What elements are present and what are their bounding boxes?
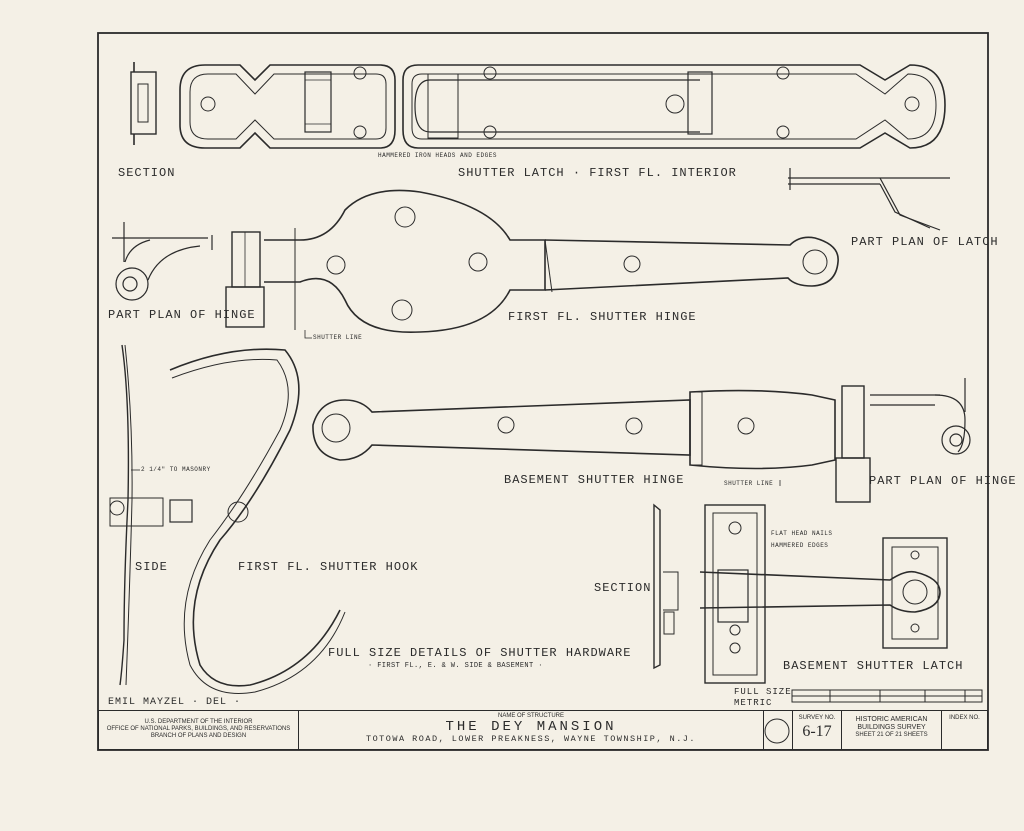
index-label: INDEX NO. [949, 715, 980, 721]
scale-bar [791, 689, 983, 703]
agency-cell: U.S. DEPARTMENT OF THE INTERIOR OFFICE O… [99, 711, 299, 749]
sheet-count: SHEET 21 OF 21 SHEETS [855, 732, 928, 738]
label-first-fl-hook: FIRST FL. SHUTTER HOOK [238, 560, 419, 574]
label-hammered-edges: HAMMERED EDGES [771, 542, 829, 549]
seal-circle [764, 718, 790, 744]
label-shutter-line-2: SHUTTER LINE [724, 480, 774, 487]
habs-line-1: HISTORIC AMERICAN [855, 716, 928, 723]
habs-line-2: BUILDINGS SURVEY [857, 724, 926, 731]
label-flat-head-nails: FLAT HEAD NAILS [771, 530, 833, 537]
shutter-latch-drawing [130, 62, 946, 149]
part-plan-hinge-left [112, 222, 213, 301]
title-block: U.S. DEPARTMENT OF THE INTERIOR OFFICE O… [98, 710, 988, 750]
first-floor-hinge-drawing [225, 189, 839, 339]
label-full-size-sub: · FIRST FL., E. & W. SIDE & BASEMENT · [368, 662, 543, 670]
name-of-structure-label: NAME OF STRUCTURE [498, 713, 564, 719]
label-first-fl-hinge: FIRST FL. SHUTTER HINGE [508, 310, 697, 324]
label-scale-1: FULL SIZE [734, 687, 792, 697]
structure-location: TOTOWA ROAD, LOWER PREAKNESS, WAYNE TOWN… [365, 734, 697, 744]
label-part-plan-hinge-right: PART PLAN OF HINGE [869, 474, 1017, 488]
label-basement-hinge: BASEMENT SHUTTER HINGE [504, 473, 685, 487]
habs-cell: HISTORIC AMERICAN BUILDINGS SURVEY SHEET… [842, 711, 942, 749]
part-plan-latch [788, 168, 950, 231]
label-shutter-latch: SHUTTER LATCH · FIRST FL. INTERIOR [458, 166, 737, 180]
survey-cell: SURVEY NO. 6-17 [792, 711, 842, 749]
agency-line-1: U.S. DEPARTMENT OF THE INTERIOR [144, 719, 253, 725]
label-shutter-line-1: SHUTTER LINE [313, 334, 363, 341]
structure-cell: NAME OF STRUCTURE THE DEY MANSION TOTOWA… [299, 711, 764, 749]
label-section-lower: SECTION [594, 581, 652, 595]
label-section-top: SECTION [118, 166, 176, 180]
part-plan-hinge-right [870, 378, 971, 455]
label-part-plan-hinge-left: PART PLAN OF HINGE [108, 308, 256, 322]
label-masonry-note: 2 1/4" TO MASONRY [141, 466, 211, 473]
label-full-size-title: FULL SIZE DETAILS OF SHUTTER HARDWARE [328, 646, 632, 660]
label-basement-latch: BASEMENT SHUTTER LATCH [783, 659, 964, 673]
agency-line-2: OFFICE OF NATIONAL PARKS, BUILDINGS, AND… [106, 726, 291, 732]
label-delineator: EMIL MAYZEL · DEL · [108, 697, 242, 708]
sheet-border [97, 32, 989, 751]
shutter-hook-drawing [109, 344, 346, 694]
label-side: SIDE [135, 560, 168, 574]
agency-line-3: BRANCH OF PLANS AND DESIGN [150, 733, 247, 739]
label-part-plan-latch: PART PLAN OF LATCH [851, 235, 999, 249]
index-cell: INDEX NO. [942, 711, 987, 749]
basement-hinge-drawing [312, 385, 871, 503]
basement-latch-drawing [653, 503, 948, 684]
label-scale-2: METRIC [734, 698, 773, 708]
label-hammered-note: HAMMERED IRON HEADS AND EDGES [378, 152, 497, 159]
structure-name: THE DEY MANSION [445, 719, 617, 735]
survey-label: SURVEY NO. [798, 715, 836, 721]
survey-number: 6-17 [802, 723, 832, 740]
